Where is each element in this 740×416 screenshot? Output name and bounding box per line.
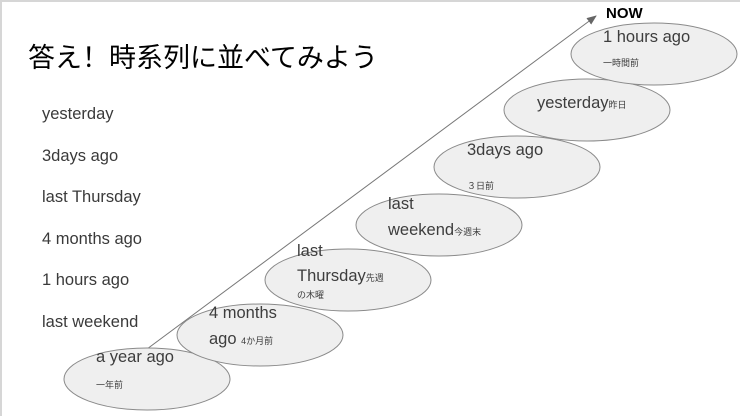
timeline-label-yesterday: yesterday昨日 <box>537 90 627 118</box>
japanese-text: 昨日 <box>608 100 627 110</box>
timeline-ellipse <box>264 248 432 312</box>
list-item: 4 months ago <box>42 229 142 248</box>
english-text: last <box>388 195 414 213</box>
japanese-text: の木曜 <box>297 290 325 300</box>
slide-title: 答え！時系列に並べてみよう <box>28 43 378 74</box>
timeline-ellipse <box>433 135 601 199</box>
list-item: last weekend <box>42 312 139 331</box>
english-text: Thursday <box>297 267 366 285</box>
shuffled-list: yesterday 3days ago last Thursday 4 mont… <box>42 100 142 349</box>
timeline-ellipse <box>176 303 344 367</box>
timeline-ellipse <box>355 193 523 257</box>
timeline-ellipse <box>570 22 738 86</box>
japanese-text: 一時間前 <box>603 58 640 68</box>
timeline-label-a-year-ago: a year ago 一年前 <box>96 344 174 398</box>
japanese-text: 今週末 <box>454 227 482 237</box>
list-item: 3days ago <box>42 146 119 165</box>
timeline-label-1-hours-ago: 1 hours ago 一時間前 <box>603 25 690 75</box>
japanese-text: 先週 <box>365 273 384 283</box>
list-item: last Thursday <box>42 188 141 206</box>
english-text: yesterday <box>537 94 609 112</box>
japanese-text: 4か月前 <box>241 336 274 346</box>
timeline-label-3days-ago: 3days ago ３日前 <box>467 133 543 203</box>
timeline-label-4-months: 4 months ago 4か月前 <box>209 300 277 354</box>
timeline-ellipse <box>503 78 671 142</box>
timeline-label-last-thursday: last Thursday先週 の木曜 <box>297 239 384 318</box>
timeline-ellipse <box>63 347 231 411</box>
timeline-label-last-weekend: last weekend今週末 <box>388 191 481 245</box>
english-text: 4 months <box>209 304 277 322</box>
english-text: 1 hours ago <box>603 28 691 46</box>
list-item: yesterday <box>42 105 114 123</box>
english-text: weekend <box>388 221 455 239</box>
japanese-text: 一年前 <box>96 380 124 390</box>
english-text: a year ago <box>96 348 174 366</box>
now-label: NOW <box>606 5 643 22</box>
list-item: 1 hours ago <box>42 271 130 289</box>
english-text: ago <box>209 330 237 348</box>
english-text: 3days ago <box>467 141 544 159</box>
english-text: last <box>297 242 323 260</box>
timeline-arrow <box>146 15 597 350</box>
japanese-text: ３日前 <box>467 181 495 191</box>
